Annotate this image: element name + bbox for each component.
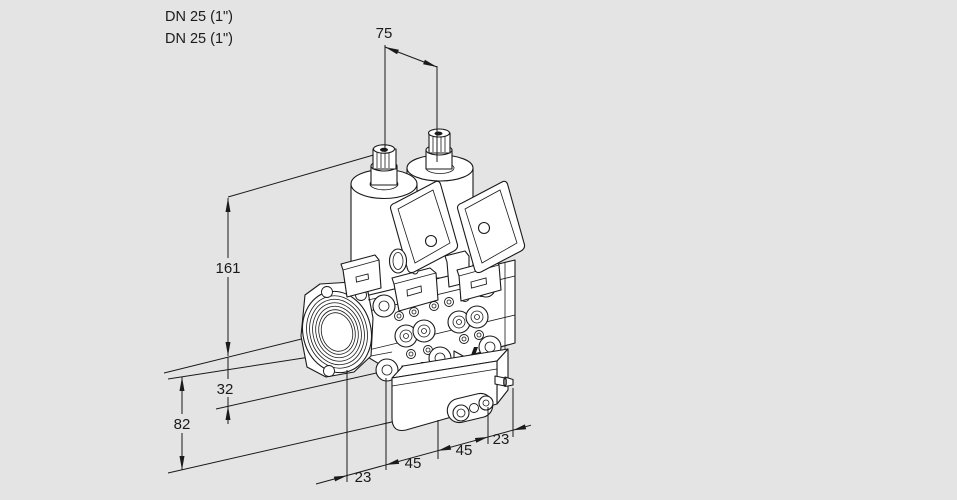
valve-assembly bbox=[300, 128, 526, 432]
dim-label-chain-45a: 45 bbox=[405, 455, 422, 472]
flange-bolt-boss bbox=[323, 365, 335, 377]
dn-label-bottom: DN 25 (1") bbox=[165, 31, 233, 47]
dim-label-82: 82 bbox=[174, 416, 191, 433]
dimension-75: 75 bbox=[376, 25, 438, 162]
dn-label-top: DN 25 (1") bbox=[165, 9, 233, 25]
port-size-labels: DN 25 (1") DN 25 (1") bbox=[165, 9, 233, 47]
panel-hole bbox=[424, 234, 438, 248]
dimension-chain: 23 45 45 23 bbox=[315, 370, 532, 486]
flange-port bbox=[300, 281, 393, 378]
flange-bolt-boss bbox=[321, 286, 333, 298]
dim-label-32: 32 bbox=[217, 381, 234, 398]
left-solenoid-panel bbox=[389, 180, 459, 274]
dim-label-161: 161 bbox=[215, 260, 240, 277]
dim-label-chain-45b: 45 bbox=[456, 442, 473, 459]
panel-hole bbox=[477, 221, 491, 235]
dimension-82: 82 bbox=[166, 377, 198, 470]
sight-hole bbox=[388, 248, 408, 274]
connector-box bbox=[340, 254, 382, 298]
regulator-ports bbox=[446, 392, 494, 424]
dimension-161: 161 bbox=[212, 198, 244, 356]
regulator-block bbox=[391, 348, 514, 432]
left-solenoid-cap bbox=[370, 144, 398, 186]
dimension-32: 32 bbox=[211, 357, 241, 424]
right-solenoid-panel bbox=[456, 180, 526, 274]
test-nipple bbox=[494, 375, 514, 388]
dim-label-chain-23a: 23 bbox=[355, 469, 372, 486]
dim-label-chain-23b: 23 bbox=[493, 431, 510, 448]
connector-box bbox=[391, 267, 439, 312]
right-solenoid-cap bbox=[425, 128, 453, 170]
test-point-circles bbox=[394, 305, 489, 348]
connector-boxes bbox=[340, 250, 502, 312]
dim-label-75: 75 bbox=[376, 25, 393, 42]
